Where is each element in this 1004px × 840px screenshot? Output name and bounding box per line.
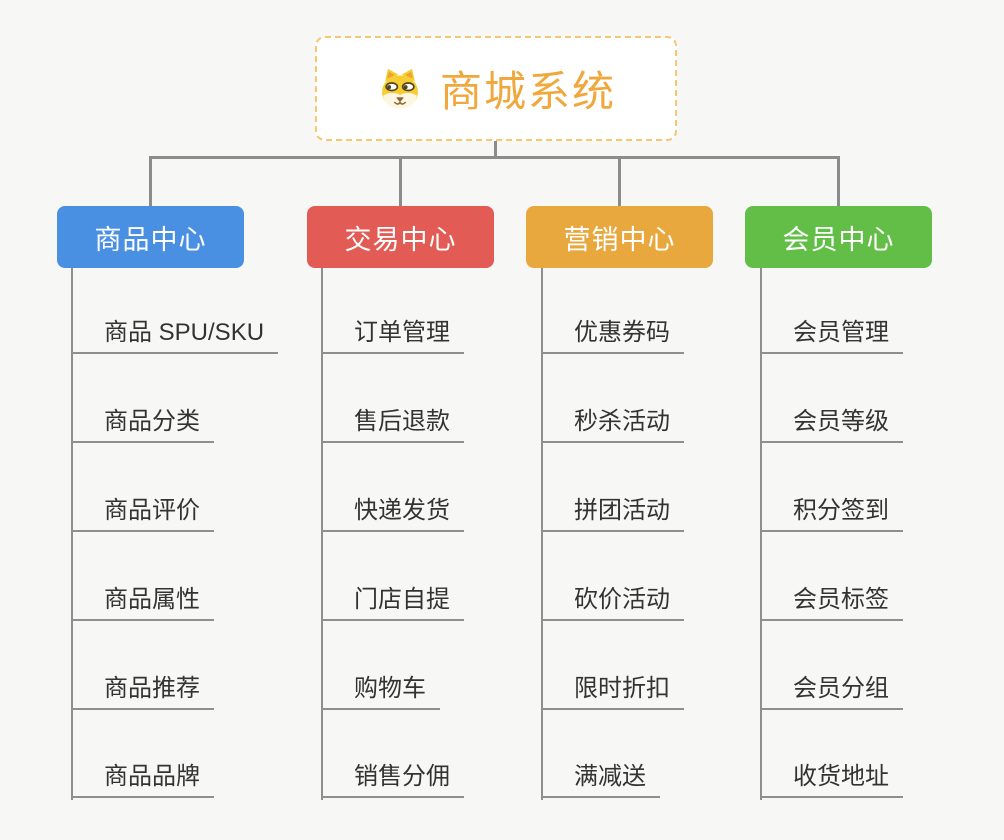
leaf-topic[interactable]: 销售分佣 [321, 754, 464, 798]
branch-spine-0 [71, 268, 73, 800]
leaf-topic[interactable]: 商品属性 [71, 577, 214, 621]
leaf-topic[interactable]: 会员管理 [760, 310, 903, 354]
leaf-topic[interactable]: 秒杀活动 [541, 399, 684, 443]
branch-spine-2 [541, 268, 543, 800]
leaf-topic[interactable]: 会员分组 [760, 666, 903, 710]
leaf-topic[interactable]: 售后退款 [321, 399, 464, 443]
leaf-topic[interactable]: 收货地址 [760, 754, 903, 798]
branch-topic-marketing[interactable]: 营销中心 [526, 206, 713, 268]
leaf-topic[interactable]: 积分签到 [760, 488, 903, 532]
root-topic-title: 商城系统 [439, 68, 616, 115]
connector-root-stub [494, 141, 497, 158]
connector-drop-branch-0 [149, 156, 152, 207]
branch-topic-members[interactable]: 会员中心 [745, 206, 932, 268]
connector-drop-branch-2 [618, 156, 621, 207]
leaf-topic[interactable]: 砍价活动 [541, 577, 684, 621]
branch-spine-3 [760, 268, 762, 800]
dog-face-icon [381, 68, 418, 108]
leaf-topic[interactable]: 商品分类 [71, 399, 214, 443]
leaf-topic[interactable]: 商品 SPU/SKU [71, 310, 279, 354]
leaf-topic[interactable]: 门店自提 [321, 577, 464, 621]
leaf-topic[interactable]: 商品品牌 [71, 754, 214, 798]
leaf-topic[interactable]: 优惠券码 [541, 310, 684, 354]
branch-spine-1 [321, 268, 323, 800]
leaf-topic[interactable]: 满减送 [541, 754, 660, 798]
leaf-topic[interactable]: 限时折扣 [541, 666, 684, 710]
leaf-topic[interactable]: 快递发货 [321, 488, 464, 532]
root-topic[interactable]: 商城系统 [315, 36, 677, 141]
branch-topic-products[interactable]: 商品中心 [57, 206, 244, 268]
leaf-topic[interactable]: 拼团活动 [541, 488, 684, 532]
leaf-topic[interactable]: 商品推荐 [71, 666, 214, 710]
branch-topic-trade[interactable]: 交易中心 [307, 206, 494, 268]
connector-horizontal-bar [149, 156, 840, 159]
leaf-topic[interactable]: 购物车 [321, 666, 440, 710]
leaf-topic[interactable]: 会员等级 [760, 399, 903, 443]
leaf-topic[interactable]: 会员标签 [760, 577, 903, 621]
connector-drop-branch-3 [837, 156, 840, 207]
leaf-topic[interactable]: 商品评价 [71, 488, 214, 532]
leaf-topic[interactable]: 订单管理 [321, 310, 464, 354]
connector-drop-branch-1 [399, 156, 402, 207]
